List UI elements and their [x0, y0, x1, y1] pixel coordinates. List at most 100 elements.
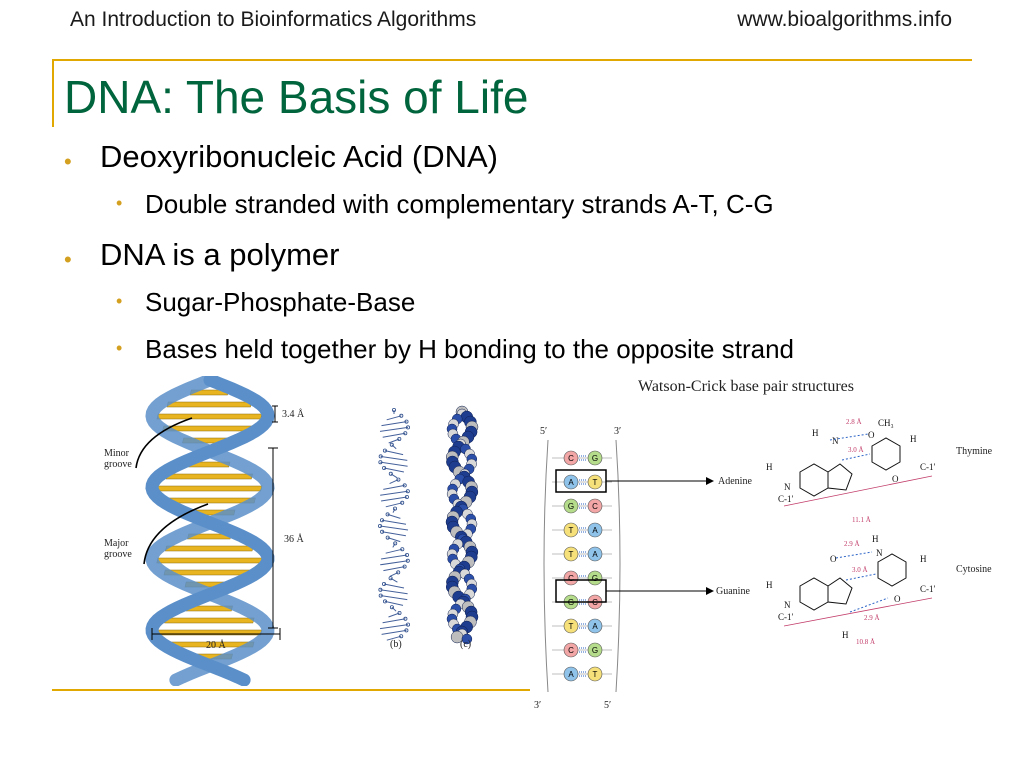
ladder-base-letter: C: [568, 454, 574, 463]
stick-model-bond: [386, 635, 402, 641]
ladder-end-3-bottom: 3′: [534, 700, 541, 711]
gc-distance-1: 2.9 Å: [844, 540, 860, 548]
stick-model-bond: [381, 496, 407, 502]
ladder-end-5-top: 5′: [540, 426, 547, 437]
atom-n: N: [876, 548, 883, 558]
header-website: www.bioalgorithms.info: [737, 8, 952, 31]
stick-model-atom: [381, 581, 386, 586]
stick-model-bond: [390, 473, 398, 479]
atom-h: H: [766, 462, 773, 472]
top-rule: [52, 59, 972, 61]
stick-model-bond: [382, 531, 406, 537]
stick-model-bond: [380, 554, 408, 560]
stick-model-atom: [404, 495, 409, 500]
ladder-base-letter: A: [568, 478, 574, 487]
atom-h: H: [920, 554, 927, 564]
minor-groove-arrow: [135, 417, 193, 469]
ladder-base-letter: G: [592, 454, 598, 463]
thymine-label: Thymine: [956, 446, 993, 457]
bullet-2-sub-2: Bases held together by H bonding to the …: [145, 334, 794, 364]
pitch-label: 36 Å: [284, 533, 305, 545]
stick-model-atom: [389, 605, 394, 610]
base-pair-rung: [156, 485, 263, 492]
stick-model-bond: [382, 432, 406, 438]
ladder-base-right: [587, 618, 603, 634]
left-rule: [52, 59, 54, 127]
atom-n: N: [784, 482, 791, 492]
stick-model-bond: [384, 450, 404, 456]
stick-model-atom: [393, 541, 398, 546]
stick-model-atom: [396, 477, 401, 482]
stick-model-atom: [388, 576, 393, 581]
base-pair-rung: [166, 401, 253, 408]
double-helix-figure: Minor groove Major groove 3.4 Å 36 Å 20 …: [104, 376, 305, 686]
stick-model-atom: [379, 518, 384, 523]
base-pair-rung: [165, 473, 253, 480]
stick-model-atom: [399, 413, 404, 418]
major-groove-arrow: [143, 503, 209, 565]
ladder-base-letter: A: [592, 622, 598, 631]
bullet-dot: •: [64, 247, 72, 272]
ladder-base-left: [563, 570, 579, 586]
stick-model-atom: [400, 500, 405, 505]
ladder-base-left: [563, 522, 579, 538]
guanine-cytosine-pair: H N C-1′ O H N H C-1′ O H 2.9 Å 3.0 Å 2.…: [766, 534, 992, 646]
base-pair-rung: [156, 413, 263, 420]
stick-model-atom: [378, 587, 383, 592]
stick-model-atom: [402, 564, 407, 569]
ladder-base-left: [563, 474, 579, 490]
atom-o: O: [868, 430, 875, 440]
gc-distance-2: 3.0 Å: [852, 566, 868, 574]
bullet-2-sub-1: Sugar-Phosphate-Base: [145, 287, 416, 317]
cytosine-label: Cytosine: [956, 564, 992, 575]
ladder-base-letter: C: [568, 574, 574, 583]
ladder-base-letter: T: [569, 526, 574, 535]
stick-model-bond: [381, 519, 407, 525]
ladder-base-letter: A: [592, 526, 598, 535]
stick-model-atom: [378, 593, 383, 598]
atom-o: O: [830, 554, 837, 564]
ladder-base-letter: G: [568, 502, 574, 511]
stick-model-bond: [385, 548, 403, 554]
stick-model-atom: [382, 448, 387, 453]
ladder-base-letter: T: [593, 670, 598, 679]
stick-model-bond: [380, 560, 408, 566]
bullet-dot: •: [116, 291, 123, 311]
ladder-base-right: [587, 522, 603, 538]
stick-model-atom: [402, 483, 407, 488]
stick-model-atom: [404, 628, 409, 633]
helix-strand-b: [145, 376, 275, 686]
ladder-base-right: [587, 474, 603, 490]
rise-label: 3.4 Å: [282, 408, 305, 420]
bullet-1: Deoxyribonucleic Acid (DNA): [100, 139, 498, 174]
atom-o: O: [892, 474, 899, 484]
stick-model-bond: [380, 455, 408, 461]
stick-model-atom: [380, 529, 385, 534]
stick-model-bond: [391, 444, 397, 450]
ladder-base-letter: C: [592, 502, 598, 511]
atom-n: N: [832, 436, 839, 446]
model-b-label: (b): [390, 639, 402, 650]
bullet-2: DNA is a polymer: [100, 237, 340, 272]
ladder-base-letter: T: [569, 622, 574, 631]
watson-crick-figure: H N C-1′ H N CH₃ O H C-1′ O 2.8 Å 3.0 Å …: [766, 418, 993, 646]
stick-model-atom: [397, 610, 402, 615]
stick-model-bond: [383, 583, 405, 589]
stick-model-atom: [378, 460, 383, 465]
ladder-base-letter: T: [593, 478, 598, 487]
space-fill-atom: [461, 633, 473, 645]
atom-h: H: [842, 630, 849, 640]
thymine-c1-label: C-1′: [920, 462, 936, 472]
ladder-base-right: [587, 498, 603, 514]
ladder-end-3-top: 3′: [614, 426, 621, 437]
stick-model-bond: [380, 589, 408, 595]
base-pair-rung: [165, 545, 254, 552]
stick-model-bond: [379, 525, 409, 531]
stick-model-bond: [379, 624, 409, 630]
ladder-base-right: [587, 642, 603, 658]
gc-distance-4: 10.8 Å: [856, 638, 875, 646]
ladder-base-letter: A: [592, 550, 598, 559]
stick-model-atom: [406, 425, 411, 430]
stick-model-atom: [392, 506, 397, 511]
